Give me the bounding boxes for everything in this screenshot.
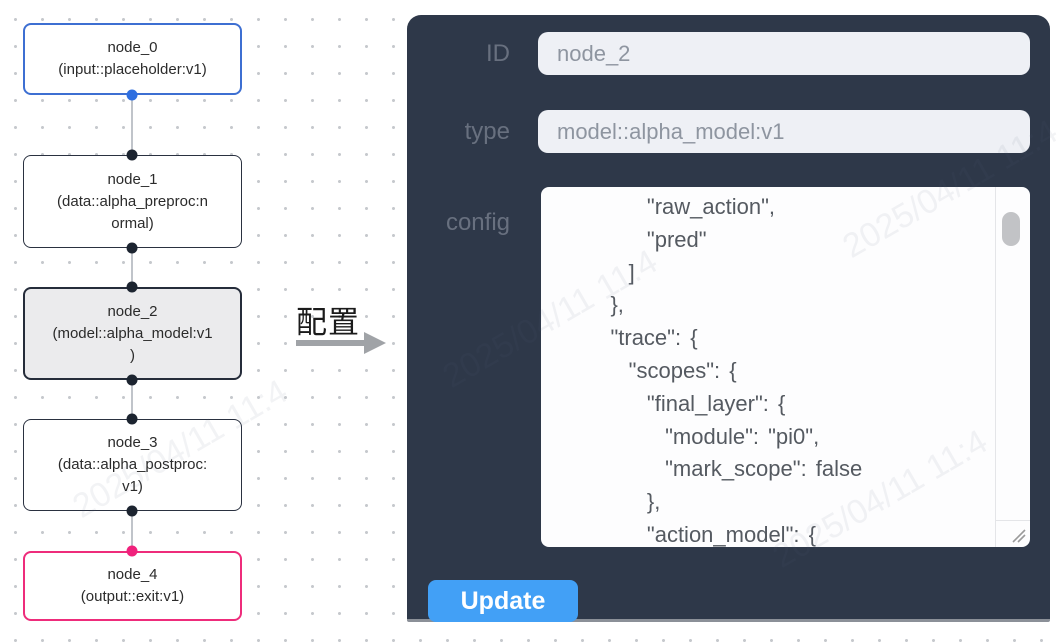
edge-node0-node1 xyxy=(131,95,133,155)
node-type-line: (input::placeholder:v1) xyxy=(58,61,207,78)
port-node1-out[interactable] xyxy=(126,242,138,254)
node-title: node_4 xyxy=(107,566,158,583)
node-type-line: (data::alpha_preproc:n xyxy=(57,192,208,210)
node-type-line: (data::alpha_postproc: xyxy=(57,456,208,473)
node-type-line: ormal) xyxy=(111,214,154,232)
config-textarea[interactable]: "raw_action", "pred" ] }, "trace": { "sc… xyxy=(541,187,1030,547)
graph-node-node_0[interactable]: node_0 (input::placeholder:v1) xyxy=(23,23,242,95)
scrollbar-thumb[interactable] xyxy=(1002,212,1020,246)
scrollbar-track xyxy=(995,187,996,547)
id-input[interactable] xyxy=(538,32,1030,75)
config-json-text: "raw_action", "pred" ] }, "trace": { "sc… xyxy=(610,194,863,547)
node-title: node_2 xyxy=(107,302,158,320)
type-field-label: type xyxy=(464,118,510,145)
update-button[interactable]: Update xyxy=(428,580,578,622)
edge-node3-node4 xyxy=(131,511,133,551)
node-type-line: (model::alpha_model:v1 xyxy=(52,324,213,342)
arrow-icon xyxy=(296,340,366,346)
node-title: node_3 xyxy=(107,434,158,451)
graph-node-node_4[interactable]: node_4 (output::exit:v1) xyxy=(23,551,242,621)
port-node4-in[interactable] xyxy=(126,545,138,557)
port-node3-in[interactable] xyxy=(126,413,138,425)
port-node2-in[interactable] xyxy=(126,281,138,293)
node-title: node_0 xyxy=(107,39,158,56)
node-type-line: (output::exit:v1) xyxy=(80,588,185,605)
port-node3-out[interactable] xyxy=(126,505,138,517)
edge-node2-node3 xyxy=(131,380,133,419)
port-node2-out[interactable] xyxy=(126,374,138,386)
node-title: node_1 xyxy=(107,170,158,188)
arrow-head-icon xyxy=(364,332,386,354)
graph-node-node_2[interactable]: node_2 (model::alpha_model:v1 ) xyxy=(23,287,242,380)
type-input[interactable] xyxy=(538,110,1030,153)
resize-handle-icon[interactable] xyxy=(1009,526,1027,544)
graph-node-node_1[interactable]: node_1 (data::alpha_preproc:n ormal) xyxy=(23,155,242,248)
edge-node1-node2 xyxy=(131,248,133,287)
config-arrow-label: 配置 xyxy=(296,305,360,340)
id-field-label: ID xyxy=(486,40,510,67)
port-node1-in[interactable] xyxy=(126,149,138,161)
config-field-label: config xyxy=(445,209,510,236)
config-panel: ID type config "raw_action", "pred" ] },… xyxy=(407,15,1050,622)
node-type-line: v1) xyxy=(122,478,143,495)
scrollbar-corner xyxy=(995,520,1030,521)
graph-node-node_3[interactable]: node_3 (data::alpha_postproc: v1) xyxy=(23,419,242,511)
node-type-line: ) xyxy=(130,346,135,364)
port-node0-out[interactable] xyxy=(126,89,138,101)
